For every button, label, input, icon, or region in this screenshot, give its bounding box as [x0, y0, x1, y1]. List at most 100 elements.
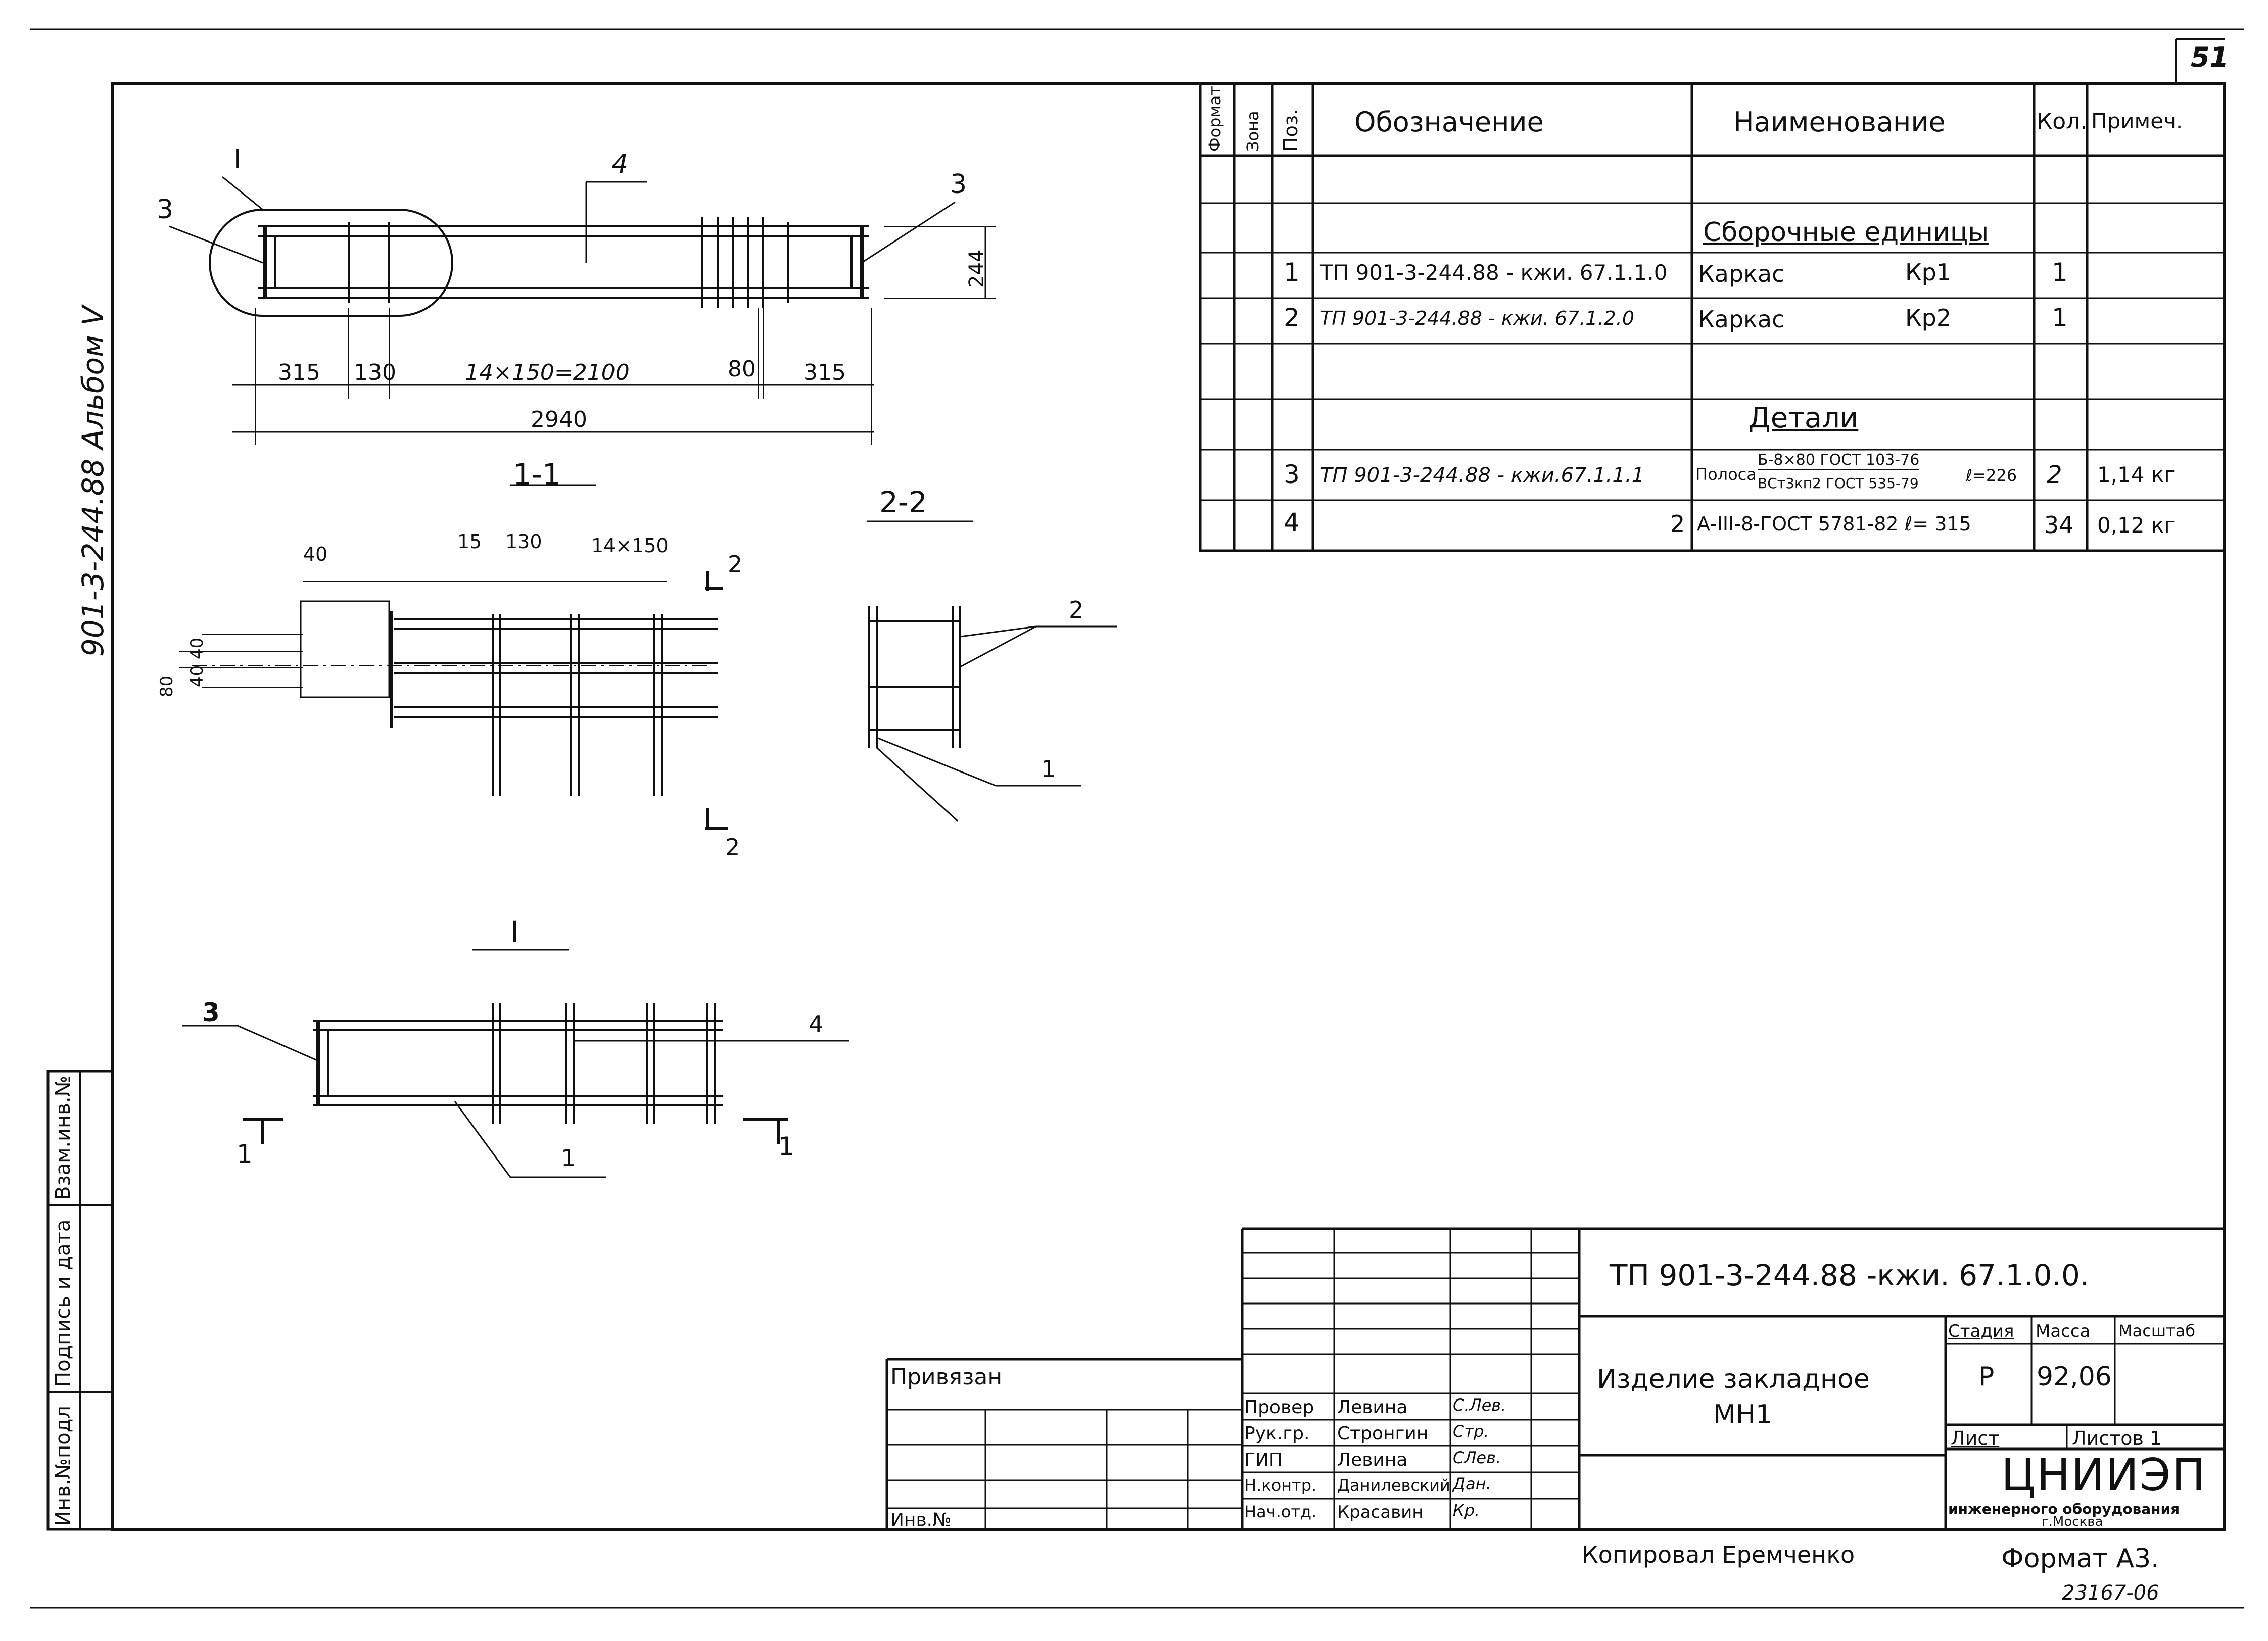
spec-row-1-name: Каркас [1698, 260, 1785, 287]
spec-row-1-mark: Кр1 [1905, 259, 1952, 286]
title-block-sheets-label: Листов 1 [2072, 1427, 2162, 1450]
callout-2-2-pos1: 1 [1041, 755, 1056, 783]
signer-role-2: Рук.гр. [1244, 1423, 1310, 1444]
spec-row-1-designation: ТП 901-3-244.88 - кжи. 67.1.1.0 [1320, 260, 1668, 285]
spec-row-4-pos: 4 [1284, 508, 1300, 537]
cut-mark-1-left: 1 [237, 1139, 253, 1169]
spec-header-note: Примеч. [2091, 109, 2183, 133]
section-1-1-title: 1-1 [513, 457, 561, 492]
spec-row-3-qty: 2 [2047, 461, 2062, 489]
dim-80: 80 [728, 356, 756, 382]
spec-row-3-name-prefix: Полоса [1695, 465, 1757, 484]
spec-row-4-name: А-III-8-ГОСТ 5781-82 ℓ= 315 [1697, 513, 1971, 535]
detail-pos-4: 4 [809, 1010, 824, 1038]
signer-name-2: Стронгин [1337, 1423, 1429, 1444]
title-block-code: ТП 901-3-244.88 -кжи. 67.1.0.0. [1610, 1258, 2090, 1292]
spec-row-4-designation: 2 [1670, 510, 1685, 538]
spec-row-3-designation: ТП 901-3-244.88 - кжи.67.1.1.1 [1320, 464, 1645, 487]
spec-row-1-pos: 1 [1284, 258, 1300, 287]
spec-header-format: Формат [1205, 86, 1224, 152]
title-block-title-2: МН1 [1713, 1399, 1773, 1430]
spec-row-2-mark: Кр2 [1905, 304, 1952, 331]
album-label: 901-3-244.88 Альбом V [76, 306, 110, 657]
dim-14x150: 14×150=2100 [465, 360, 630, 385]
spec-row-2-designation: ТП 901-3-244.88 - кжи. 67.1.2.0 [1320, 307, 1634, 329]
signer-role-5: Нач.отд. [1244, 1502, 1317, 1521]
title-block-mass-label: Масса [2036, 1321, 2091, 1341]
title-block-title-1: Изделие закладное [1597, 1364, 1870, 1394]
title-block-sheet-label: Лист [1951, 1427, 2000, 1450]
dim-height: 244 [965, 249, 988, 288]
title-block-scale-label: Масштаб [2118, 1321, 2196, 1340]
sec-dim-40c: 40 [187, 665, 207, 687]
side-stamp-inv-podl: Инв.№подл [52, 1406, 75, 1526]
signer-role-1: Провер [1244, 1397, 1314, 1418]
side-stamp-vzam-inv: Взам.инв.№ [52, 1075, 75, 1200]
side-stamp-sign-date: Подпись и дата [52, 1219, 75, 1387]
spec-row-3-note: 1,14 кг [2097, 462, 2176, 487]
title-block-inv-no: Инв.№ [890, 1510, 952, 1530]
spec-section-details: Детали [1749, 402, 1859, 435]
dim-total: 2940 [531, 407, 587, 432]
spec-row-4-note: 0,12 кг [2097, 513, 2176, 538]
spec-row-2-pos: 2 [1284, 303, 1300, 332]
signer-sign-1: С.Лев. [1453, 1395, 1506, 1415]
album-code: 901-3-244.88 [76, 458, 110, 657]
spec-row-3-name-num: Б-8×80 ГОСТ 103-76 [1758, 451, 1920, 470]
signer-sign-3: СЛев. [1453, 1448, 1501, 1467]
page-number: 51 [2191, 41, 2229, 73]
album-title: Альбом V [76, 306, 110, 450]
footer-format: Формат А3. [2001, 1543, 2159, 1574]
sec-dim-130: 130 [505, 530, 542, 553]
spec-row-4-qty: 34 [2044, 511, 2074, 539]
callout-detail-I: I [233, 144, 242, 174]
spec-header-zone: Зона [1243, 111, 1262, 152]
sec-dim-14x150: 14×150 [591, 535, 669, 557]
title-block-org-name: ЦНИИЭП [2001, 1449, 2206, 1501]
sec-dim-40: 40 [303, 543, 328, 565]
title-block-org-sub: инженерного оборудования [1948, 1501, 2180, 1517]
signer-name-3: Левина [1337, 1450, 1408, 1470]
signer-name-5: Красавин [1337, 1502, 1424, 1522]
signer-role-4: Н.контр. [1244, 1476, 1317, 1495]
sec-dim-80: 80 [157, 675, 177, 697]
detail-I-title: I [510, 914, 519, 949]
callout-2-2-pos2: 2 [1069, 596, 1084, 623]
title-block-stage-label: Стадия [1948, 1321, 2014, 1341]
signer-name-1: Левина [1337, 1397, 1408, 1418]
signer-role-3: ГИП [1244, 1450, 1283, 1470]
signer-sign-5: Кр. [1453, 1501, 1480, 1520]
spec-header-qty: Кол. [2037, 109, 2088, 134]
cut-mark-2-bottom: 2 [725, 834, 740, 861]
spec-header-designation: Обозначение [1354, 106, 1544, 138]
spec-row-3-pos: 3 [1284, 460, 1300, 489]
callout-pos-3-right: 3 [950, 169, 967, 200]
signer-sign-2: Стр. [1453, 1422, 1489, 1441]
sec-dim-40b: 40 [187, 637, 207, 659]
dim-315-left: 315 [278, 360, 320, 385]
spec-section-assemblies: Сборочные единицы [1703, 217, 1989, 248]
dim-130: 130 [354, 360, 396, 385]
title-block-mass: 92,06 [2037, 1362, 2112, 1392]
footer-copied: Копировал Еремченко [1582, 1541, 1855, 1568]
section-2-2-title: 2-2 [879, 485, 927, 519]
sec-dim-15: 15 [457, 530, 482, 553]
spec-row-2-qty: 1 [2052, 303, 2068, 332]
cut-mark-2-top: 2 [728, 551, 743, 578]
signer-name-4: Данилевский [1337, 1476, 1450, 1495]
callout-pos-4: 4 [611, 149, 629, 179]
detail-pos-1: 1 [561, 1144, 576, 1172]
dim-315-right: 315 [804, 360, 846, 385]
spec-row-1-qty: 1 [2052, 258, 2068, 287]
title-block-org-city: г.Москва [2042, 1514, 2103, 1529]
title-block-stage: Р [1978, 1362, 1995, 1392]
footer-number: 23167-06 [2062, 1581, 2159, 1605]
spec-row-3-name-den: ВСт3кп2 ГОСТ 535-79 [1758, 475, 1919, 492]
cut-mark-1-right: 1 [778, 1132, 794, 1161]
callout-pos-3-left: 3 [157, 195, 174, 225]
signer-sign-4: Дан. [1453, 1474, 1491, 1493]
title-block-privyazan: Привязан [890, 1364, 1003, 1390]
spec-header-pos: Поз. [1280, 109, 1302, 152]
detail-pos-3: 3 [202, 998, 220, 1027]
